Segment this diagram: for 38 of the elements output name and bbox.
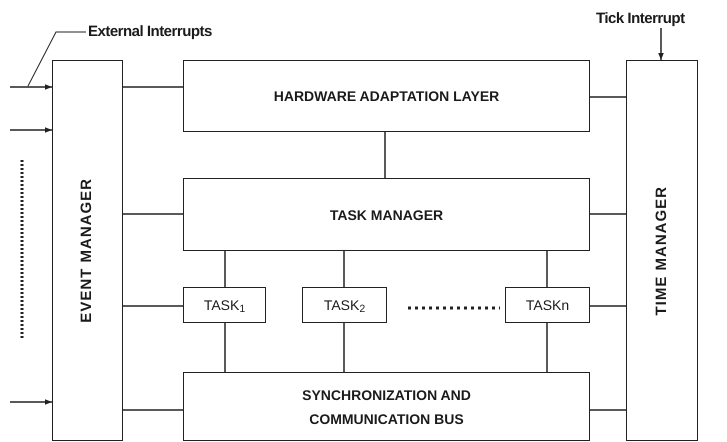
- connector-line: [590, 96, 626, 98]
- layer-box: [183, 372, 590, 441]
- connector-line: [224, 251, 226, 287]
- box-label: TASK MANAGER: [328, 206, 444, 224]
- task-box: [302, 287, 387, 323]
- task-box: [505, 287, 590, 323]
- box-label: TIME MANAGER: [652, 186, 671, 316]
- connector-line: [590, 305, 626, 307]
- connector-line: [343, 251, 345, 287]
- box-label: HARDWARE ADAPTATION LAYER: [272, 87, 500, 106]
- arrow: [10, 127, 52, 133]
- layer-box: [183, 178, 590, 251]
- box-label: SYNCHRONIZATION AND COMMUNICATION BUS: [301, 386, 472, 428]
- box-label: TASK$_{1}$: [204, 296, 246, 316]
- annotation-label: External Interrupts: [88, 22, 212, 42]
- connector-line: [123, 213, 183, 215]
- task-box: [183, 287, 266, 323]
- box-label: TASKn: [526, 296, 570, 314]
- connector-line: [590, 409, 626, 411]
- leader-line: [28, 32, 86, 86]
- connector-line: [224, 323, 226, 372]
- connector-line: [123, 86, 183, 88]
- layer-box: [183, 60, 590, 132]
- connector-line: [590, 213, 626, 215]
- connector-line: [343, 323, 345, 372]
- manager-box: [626, 60, 698, 441]
- arrow: [658, 28, 664, 60]
- box-label: EVENT MANAGER: [77, 178, 96, 323]
- connector-line: [123, 305, 183, 307]
- arrow: [10, 84, 52, 90]
- connector-line: [384, 132, 386, 178]
- connector-line: [123, 409, 183, 411]
- annotation-label: Tick Interrupt: [596, 8, 685, 29]
- arrow: [10, 399, 52, 405]
- connector-line: [546, 323, 548, 372]
- connector-line: [546, 251, 548, 287]
- box-label: TASK$_{2}$: [324, 296, 366, 316]
- manager-box: [52, 60, 123, 441]
